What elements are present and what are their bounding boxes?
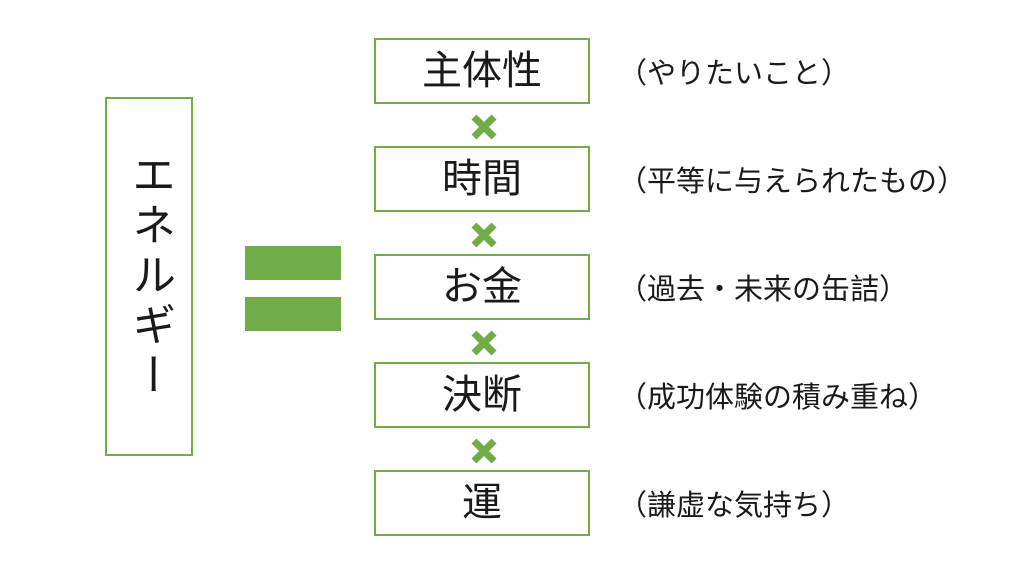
term-note-4: （成功体験の積み重ね）: [618, 380, 938, 414]
energy-box: エネルギー: [105, 97, 193, 456]
term-note-5: （謙虚な気持ち）: [618, 488, 851, 522]
energy-label: エネルギー: [124, 151, 175, 402]
term-label-1: 主体性: [422, 48, 542, 94]
term-label-3: お金: [442, 264, 522, 310]
term-label-2: 時間: [442, 156, 522, 202]
multiply-sign-icon: [466, 109, 502, 145]
equals-bar-top: [245, 246, 341, 280]
term-box-4: 決断: [374, 362, 590, 428]
term-box-1: 主体性: [374, 38, 590, 104]
term-note-2: （平等に与えられたもの）: [618, 164, 967, 198]
term-note-3: （過去・未来の缶詰）: [618, 272, 909, 306]
multiply-sign-icon: [466, 433, 502, 469]
term-box-5: 運: [374, 470, 590, 536]
term-label-5: 運: [462, 480, 502, 526]
term-note-1: （やりたいこと）: [618, 56, 851, 90]
term-box-2: 時間: [374, 146, 590, 212]
multiply-sign-icon: [466, 325, 502, 361]
term-box-3: お金: [374, 254, 590, 320]
multiply-sign-icon: [466, 217, 502, 253]
equals-bar-bottom: [245, 297, 341, 331]
term-label-4: 決断: [442, 372, 522, 418]
